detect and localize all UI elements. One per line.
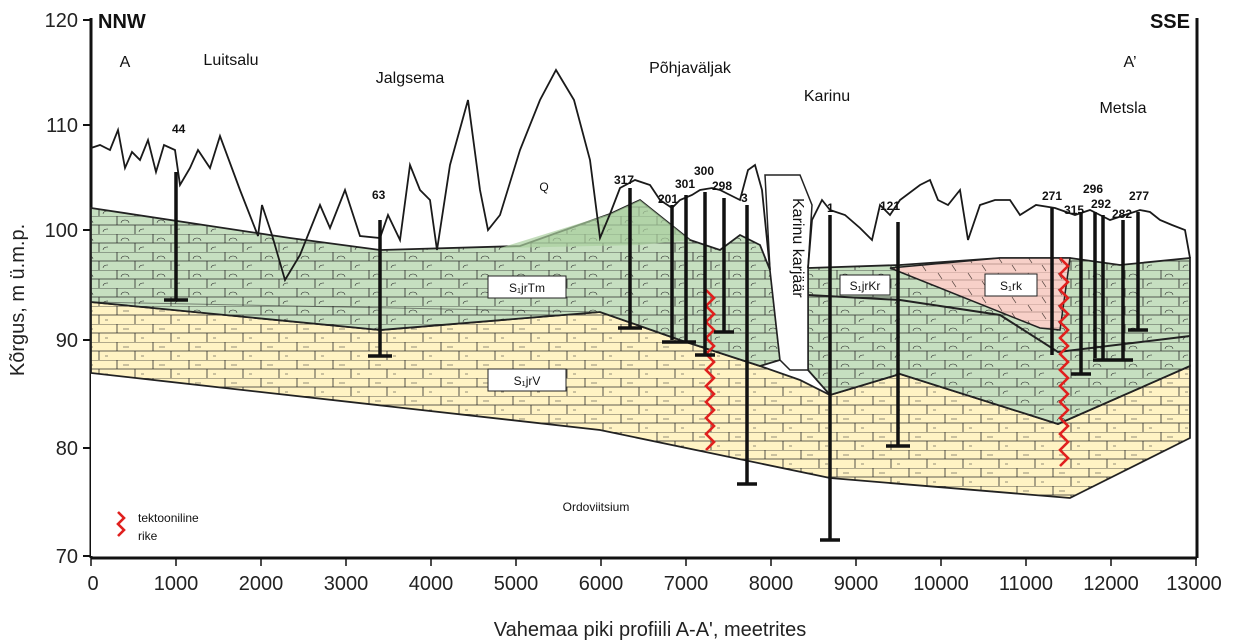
x-tick-label: 1000 — [154, 573, 199, 595]
borehole-label: 301 — [675, 177, 695, 191]
legend-fault-label: tektooniline — [138, 511, 199, 525]
x-tick-label: 11000 — [999, 573, 1053, 595]
profile-start-label: A — [120, 54, 131, 71]
x-tick-label: 4000 — [409, 573, 454, 595]
jrTm-upper-band — [500, 200, 690, 248]
borehole-label: 3 — [741, 191, 748, 205]
x-tick-label: 7000 — [664, 573, 709, 595]
borehole-label: 44 — [172, 122, 186, 136]
x-tick-label: 10000 — [913, 573, 969, 595]
borehole-label: 277 — [1129, 189, 1149, 203]
y-tick-label: 100 — [45, 220, 78, 242]
x-tick-label: 3000 — [324, 573, 369, 595]
unit-label-jrKr: S₁jrKr — [850, 279, 881, 293]
profile-end-label: A’ — [1123, 54, 1136, 71]
x-tick-label: 0 — [87, 573, 98, 595]
unit-label-jrV: S₁jrV — [514, 374, 541, 388]
borehole-label: 121 — [880, 199, 900, 213]
direction-left: NNW — [98, 11, 146, 33]
place-label: Põhjaväljak — [649, 60, 732, 77]
place-label: Jalgsema — [376, 70, 445, 87]
place-label: Luitsalu — [203, 52, 258, 69]
legend-fault-label: rike — [138, 529, 158, 543]
ground-surface-left — [90, 68, 771, 283]
unit-label-rk: S₁rk — [1000, 279, 1023, 293]
unit-label-box — [487, 368, 567, 392]
borehole-label: 292 — [1091, 197, 1111, 211]
borehole-label: 63 — [372, 188, 386, 202]
borehole-label: 271 — [1042, 189, 1062, 203]
borehole-label: 201 — [658, 192, 678, 206]
x-tick-label: 12000 — [1083, 573, 1139, 595]
borehole-label: 282 — [1112, 207, 1132, 221]
x-tick-label: 5000 — [494, 573, 539, 595]
borehole-label: 298 — [712, 179, 732, 193]
y-axis-title: Kõrgus, m ü.m.p. — [7, 224, 29, 376]
place-label: Karinu — [804, 88, 850, 105]
fault-line — [704, 289, 716, 451]
y-tick-label: 70 — [56, 546, 78, 568]
borehole-label: 1 — [827, 201, 834, 215]
unit-label-box — [839, 274, 891, 296]
y-tick-label: 80 — [56, 438, 78, 460]
layer-boundary — [90, 301, 601, 313]
x-tick-label: 13000 — [1166, 573, 1222, 595]
quarry-label: Karinu karjäär — [789, 198, 806, 298]
x-tick-label: 2000 — [239, 573, 284, 595]
fault-line — [1058, 257, 1070, 467]
x-tick-label: 8000 — [749, 573, 794, 595]
y-tick-label: 90 — [56, 330, 78, 352]
x-tick-marks — [90, 558, 1197, 566]
y-tick-label: 110 — [46, 115, 78, 137]
unit-label-ordoviitsium: Ordoviitsium — [563, 500, 630, 514]
x-tick-label: 6000 — [579, 573, 624, 595]
y-tick-label: 120 — [45, 10, 78, 32]
ordovician-bedrock — [91, 373, 1190, 556]
unit-label-box — [487, 275, 567, 299]
boreholes — [164, 172, 1148, 542]
unit-label-box — [984, 273, 1038, 297]
x-axis-title: Vahemaa piki profiili A-A', meetrites — [494, 619, 806, 641]
unit-label-jrTm: S₁jrTm — [509, 281, 545, 295]
x-tick-label: 9000 — [834, 573, 879, 595]
borehole-label: 315 — [1064, 203, 1084, 217]
borehole-label: 296 — [1083, 182, 1103, 196]
legend-fault-symbol — [116, 511, 126, 537]
borehole-label: 317 — [614, 173, 634, 187]
quarry-pit — [764, 174, 813, 371]
place-label: Metsla — [1099, 100, 1146, 117]
direction-right: SSE — [1150, 11, 1190, 33]
unit-label-q: Q — [539, 180, 548, 194]
borehole-label: 300 — [694, 164, 714, 178]
ground-surface-right — [807, 178, 1191, 269]
